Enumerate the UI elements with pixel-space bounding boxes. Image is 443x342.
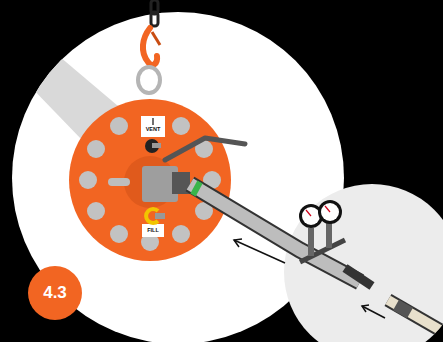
vent-mark	[152, 118, 153, 125]
direction-arrows	[234, 239, 385, 318]
coupler	[396, 305, 410, 313]
hose	[388, 300, 440, 330]
vent-stem	[152, 143, 161, 148]
gauge-stem	[326, 222, 332, 248]
bolt-hole	[79, 171, 97, 189]
badge-fill	[28, 266, 82, 320]
valve-label: VENT	[146, 127, 161, 133]
fill-plate	[142, 224, 164, 237]
gauge-stem	[308, 228, 314, 256]
fitting	[345, 268, 372, 286]
arrow-head	[234, 239, 242, 247]
step-badge: 4.3	[28, 266, 82, 320]
valve-label: FILL	[147, 228, 159, 234]
chain-link	[151, 12, 158, 26]
arrow-line	[362, 306, 385, 318]
bolt-hole	[110, 117, 128, 135]
flange-disk	[69, 99, 231, 261]
shackle	[138, 67, 160, 93]
vent-plate	[141, 116, 165, 137]
hose	[190, 184, 360, 282]
lower-hose	[388, 300, 440, 330]
hose-edge	[388, 300, 440, 330]
gauge-assembly	[299, 200, 440, 330]
fill-stem	[155, 213, 165, 219]
arrow-head	[362, 305, 369, 312]
gauge-face	[302, 207, 320, 225]
gauge	[318, 200, 342, 224]
hook-body	[143, 28, 157, 65]
bolt-hole	[87, 202, 105, 220]
hook-latch	[152, 32, 160, 45]
gauge-needle	[306, 210, 311, 216]
bolt-hole	[172, 117, 190, 135]
gauge-face	[321, 203, 339, 221]
hose-ring	[193, 182, 200, 195]
gauge-needle	[325, 206, 330, 212]
bolt-hole	[172, 225, 190, 243]
side-pin	[108, 178, 130, 186]
manifold	[300, 240, 345, 262]
bolt-hole	[87, 140, 105, 158]
bolt-holes	[79, 117, 221, 251]
bolt-hole	[110, 225, 128, 243]
arrow-line	[234, 240, 285, 263]
hose-edge	[190, 184, 360, 282]
hook	[138, 0, 160, 93]
step-number: 4.3	[43, 283, 67, 303]
valve-lever	[165, 138, 245, 160]
